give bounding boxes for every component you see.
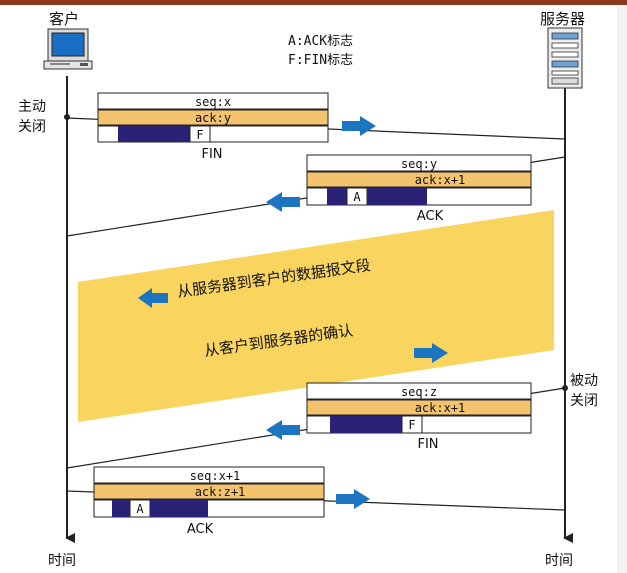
segment-4-ack: ack:z+1 (195, 485, 246, 499)
data-transfer-band (78, 210, 554, 422)
arrow-right-icon (414, 343, 448, 363)
right-edge-strip (617, 5, 627, 573)
arrow-right-icon (336, 489, 370, 509)
segment-2-ack: ack:x+1 (415, 173, 466, 187)
segment-1-caption: FIN (201, 147, 222, 162)
time-label-left: 时间 (48, 553, 76, 569)
segment-3-flag: F (408, 418, 415, 432)
active-close-point (64, 114, 70, 120)
active-close-label-line2: 关闭 (18, 119, 46, 135)
segment-2-flag: A (353, 190, 361, 204)
legend-fin: F:FIN标志 (288, 53, 353, 68)
passive-close-label-line1: 被动 (570, 373, 598, 389)
segment-4-flag: A (136, 502, 144, 516)
segment-2-seq: seq:y (401, 157, 437, 171)
server-label: 服务器 (540, 10, 585, 28)
arrow-left-icon (266, 192, 300, 212)
top-border-bar (0, 0, 627, 5)
arrow-right-icon (342, 116, 376, 136)
segment-3-caption: FIN (417, 437, 438, 452)
segment-3-seq: seq:z (401, 385, 437, 399)
segment-4-seq: seq:x+1 (190, 469, 241, 483)
segment-2-caption: ACK (417, 209, 444, 224)
client-label: 客户 (49, 10, 79, 28)
passive-close-point (562, 385, 568, 391)
segment-ack-2: seq:x+1 ack:z+1 A ACK (93, 466, 325, 537)
segment-1-ack: ack:y (195, 111, 231, 125)
arrow-left-icon (266, 420, 300, 440)
segment-ack-1: seq:y ack:x+1 A ACK (306, 154, 532, 224)
segment-1-flag: F (196, 128, 203, 142)
active-close-label-line1: 主动 (18, 99, 46, 115)
time-label-right: 时间 (545, 553, 573, 569)
legend-ack: A:ACK标志 (288, 34, 353, 49)
segment-fin-1: seq:x ack:y F FIN (97, 92, 329, 162)
segment-4-caption: ACK (187, 522, 214, 537)
segment-3-ack: ack:x+1 (415, 401, 466, 415)
segment-1-seq: seq:x (195, 95, 231, 109)
passive-close-label-line2: 关闭 (570, 393, 598, 409)
desktop-computer-icon (43, 28, 93, 70)
arrow-left-icon (138, 288, 168, 308)
server-tower-icon (547, 27, 583, 89)
segment-fin-2: seq:z ack:x+1 F FIN (306, 382, 532, 452)
